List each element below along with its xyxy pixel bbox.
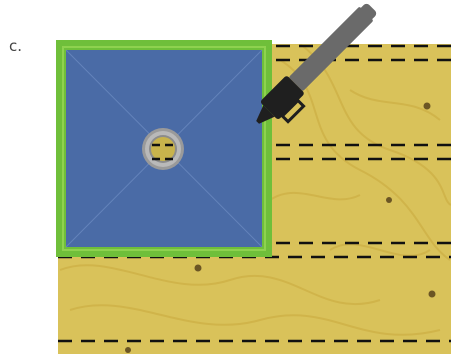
step-label: c.: [9, 37, 23, 55]
wood-knot: [423, 102, 431, 110]
wood-knot: [125, 347, 131, 353]
marker-pen-icon: [256, 3, 377, 124]
wood-knot: [194, 264, 202, 272]
wood-knot: [386, 197, 392, 203]
square-template: [56, 40, 272, 257]
cut-lines: [58, 44, 451, 343]
center-hole: [142, 128, 184, 170]
wood-knot: [428, 290, 436, 298]
